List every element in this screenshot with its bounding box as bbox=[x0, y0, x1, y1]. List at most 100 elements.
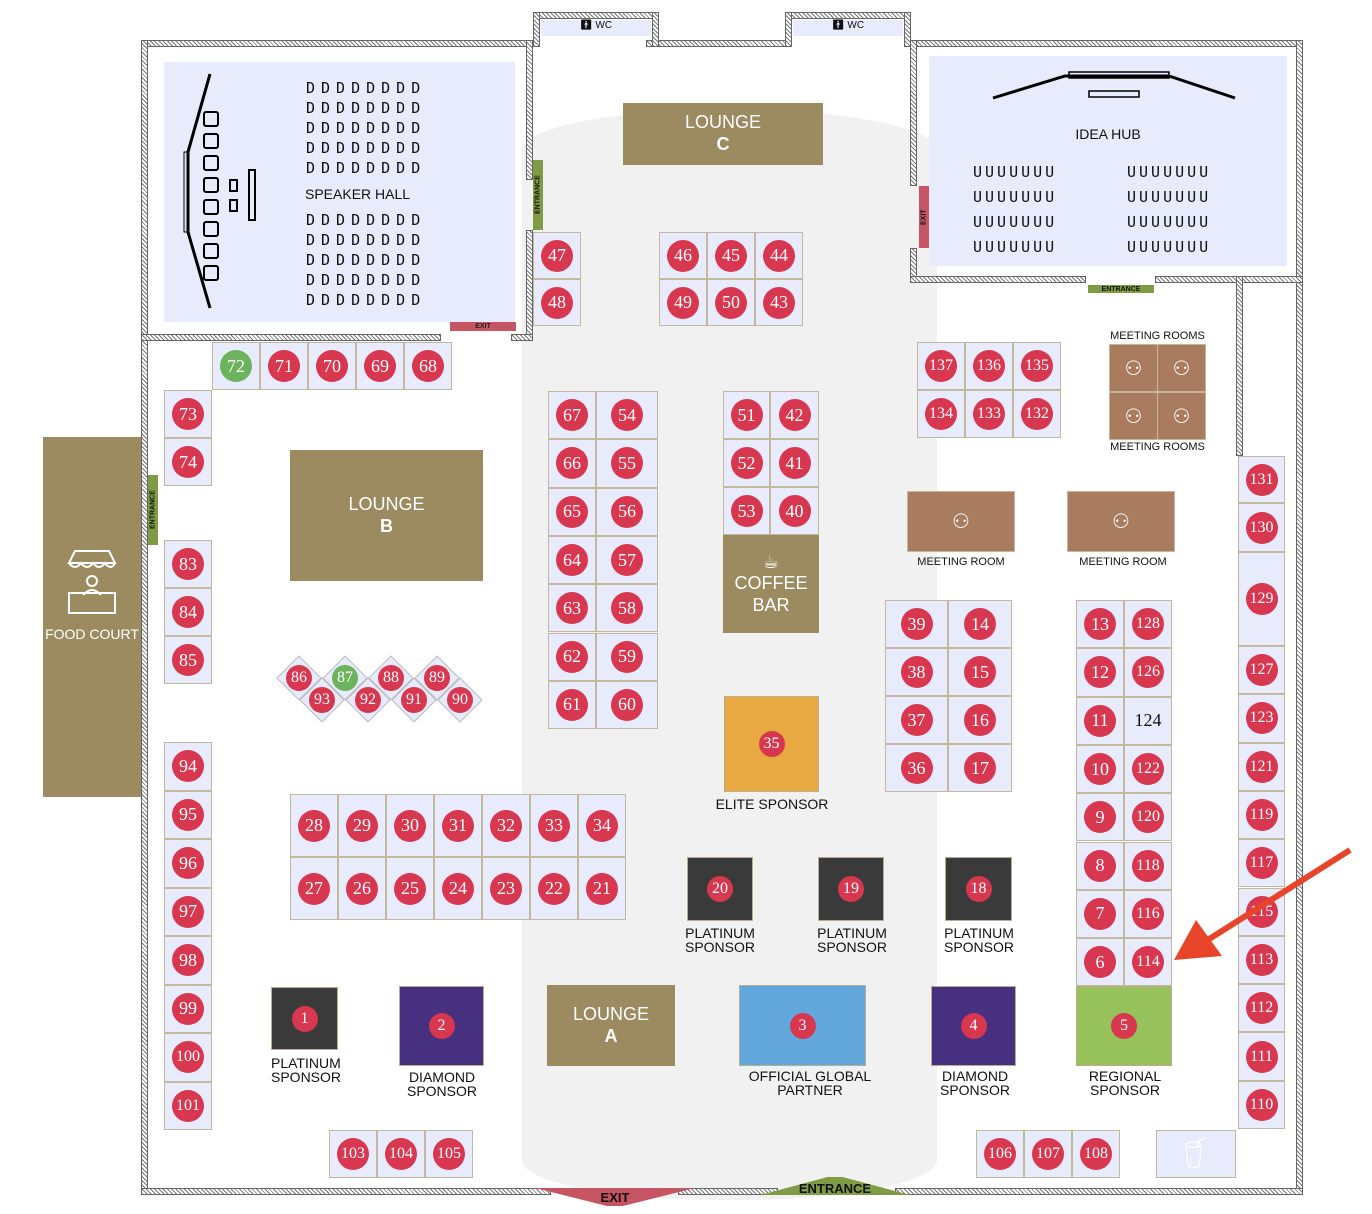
booth-28[interactable]: 28 bbox=[290, 794, 338, 857]
booth-98[interactable]: 98 bbox=[164, 936, 212, 985]
booth-95[interactable]: 95 bbox=[164, 790, 212, 839]
sponsor-booth-20[interactable]: 20 bbox=[687, 857, 753, 921]
booth-22[interactable]: 22 bbox=[530, 857, 578, 920]
booth-8[interactable]: 8 bbox=[1076, 841, 1124, 890]
booth-69[interactable]: 69 bbox=[356, 342, 404, 390]
booth-27[interactable]: 27 bbox=[290, 857, 338, 920]
booth-131[interactable]: 131 bbox=[1238, 456, 1285, 503]
sponsor-booth-1[interactable]: 1 bbox=[271, 987, 338, 1050]
booth-99[interactable]: 99 bbox=[164, 984, 212, 1033]
booth-26[interactable]: 26 bbox=[338, 857, 386, 920]
booth-123[interactable]: 123 bbox=[1238, 694, 1285, 743]
meeting-room-booth[interactable]: ⚇ bbox=[1157, 392, 1206, 440]
booth-32[interactable]: 32 bbox=[482, 794, 530, 857]
booth-42[interactable]: 42 bbox=[770, 391, 819, 439]
booth-34[interactable]: 34 bbox=[578, 794, 626, 857]
booth-number[interactable]: 89 bbox=[424, 665, 450, 691]
booth-122[interactable]: 122 bbox=[1124, 744, 1172, 794]
booth-133[interactable]: 133 bbox=[965, 390, 1013, 438]
booth-55[interactable]: 55 bbox=[596, 439, 658, 488]
booth-116[interactable]: 116 bbox=[1124, 889, 1172, 939]
meeting-room[interactable]: ⚇ bbox=[1067, 491, 1175, 552]
booth-52[interactable]: 52 bbox=[723, 439, 770, 487]
booth-number[interactable]: 87 bbox=[332, 665, 358, 691]
booth-number[interactable]: 92 bbox=[355, 687, 381, 713]
sponsor-booth-19[interactable]: 19 bbox=[818, 857, 884, 921]
sponsor-booth-3[interactable]: 3 bbox=[739, 985, 866, 1066]
booth-121[interactable]: 121 bbox=[1238, 742, 1285, 791]
booth-33[interactable]: 33 bbox=[530, 794, 578, 857]
coffee-bar[interactable]: ☕︎COFFEE BAR bbox=[723, 535, 819, 633]
booth-60[interactable]: 60 bbox=[596, 680, 658, 730]
booth-number[interactable]: 91 bbox=[401, 687, 427, 713]
booth-85[interactable]: 85 bbox=[164, 636, 212, 684]
booth-7[interactable]: 7 bbox=[1076, 889, 1124, 939]
booth-number[interactable]: 90 bbox=[447, 687, 473, 713]
meeting-room-booth[interactable]: ⚇ bbox=[1157, 344, 1206, 392]
booth-45[interactable]: 45 bbox=[707, 232, 755, 279]
booth-14[interactable]: 14 bbox=[948, 600, 1012, 648]
booth-126[interactable]: 126 bbox=[1124, 648, 1172, 697]
booth-118[interactable]: 118 bbox=[1124, 841, 1172, 890]
booth-51[interactable]: 51 bbox=[723, 391, 770, 439]
booth-100[interactable]: 100 bbox=[164, 1033, 212, 1082]
booth-65[interactable]: 65 bbox=[548, 487, 596, 536]
booth-68[interactable]: 68 bbox=[404, 342, 452, 390]
booth-117[interactable]: 117 bbox=[1238, 839, 1285, 888]
booth-136[interactable]: 136 bbox=[965, 342, 1013, 390]
booth-10[interactable]: 10 bbox=[1076, 744, 1124, 794]
booth-113[interactable]: 113 bbox=[1238, 935, 1285, 985]
booth-46[interactable]: 46 bbox=[659, 232, 707, 279]
booth-105[interactable]: 105 bbox=[425, 1130, 473, 1178]
booth-97[interactable]: 97 bbox=[164, 887, 212, 936]
booth-112[interactable]: 112 bbox=[1238, 984, 1285, 1033]
booth-37[interactable]: 37 bbox=[885, 696, 948, 744]
sponsor-booth-2[interactable]: 2 bbox=[399, 986, 484, 1066]
sponsor-booth-5[interactable]: 5 bbox=[1076, 986, 1172, 1066]
booth-72[interactable]: 72 bbox=[212, 342, 260, 390]
booth-50[interactable]: 50 bbox=[707, 279, 755, 326]
booth-15[interactable]: 15 bbox=[948, 648, 1012, 696]
booth-114[interactable]: 114 bbox=[1124, 938, 1172, 987]
booth-103[interactable]: 103 bbox=[329, 1130, 377, 1178]
booth-64[interactable]: 64 bbox=[548, 535, 596, 585]
booth-62[interactable]: 62 bbox=[548, 632, 596, 681]
booth-124[interactable]: 124 bbox=[1124, 696, 1172, 745]
booth-29[interactable]: 29 bbox=[338, 794, 386, 857]
booth-44[interactable]: 44 bbox=[755, 232, 803, 279]
booth-40[interactable]: 40 bbox=[770, 487, 819, 535]
meeting-room-booth[interactable]: ⚇ bbox=[1109, 344, 1158, 392]
booth-43[interactable]: 43 bbox=[755, 279, 803, 326]
booth-13[interactable]: 13 bbox=[1076, 600, 1124, 649]
booth-120[interactable]: 120 bbox=[1124, 793, 1172, 842]
booth-38[interactable]: 38 bbox=[885, 648, 948, 696]
booth-49[interactable]: 49 bbox=[659, 279, 707, 326]
booth-39[interactable]: 39 bbox=[885, 600, 948, 648]
booth-107[interactable]: 107 bbox=[1024, 1130, 1072, 1178]
booth-31[interactable]: 31 bbox=[434, 794, 482, 857]
booth-70[interactable]: 70 bbox=[308, 342, 356, 390]
booth-130[interactable]: 130 bbox=[1238, 503, 1285, 552]
meeting-room[interactable]: ⚇ bbox=[907, 491, 1015, 552]
booth-21[interactable]: 21 bbox=[578, 857, 626, 920]
booth-73[interactable]: 73 bbox=[164, 390, 212, 438]
booth-66[interactable]: 66 bbox=[548, 439, 596, 488]
booth-number[interactable]: 88 bbox=[378, 665, 404, 691]
booth-128[interactable]: 128 bbox=[1124, 600, 1172, 649]
booth-9[interactable]: 9 bbox=[1076, 793, 1124, 842]
booth-58[interactable]: 58 bbox=[596, 584, 658, 633]
booth-41[interactable]: 41 bbox=[770, 439, 819, 487]
booth-83[interactable]: 83 bbox=[164, 540, 212, 588]
booth-101[interactable]: 101 bbox=[164, 1081, 212, 1130]
booth-16[interactable]: 16 bbox=[948, 696, 1012, 744]
booth-59[interactable]: 59 bbox=[596, 632, 658, 681]
booth-number[interactable]: 93 bbox=[309, 687, 335, 713]
booth-23[interactable]: 23 bbox=[482, 857, 530, 920]
sponsor-booth-18[interactable]: 18 bbox=[945, 857, 1012, 921]
booth-number[interactable]: 86 bbox=[286, 665, 312, 691]
booth-54[interactable]: 54 bbox=[596, 391, 658, 440]
